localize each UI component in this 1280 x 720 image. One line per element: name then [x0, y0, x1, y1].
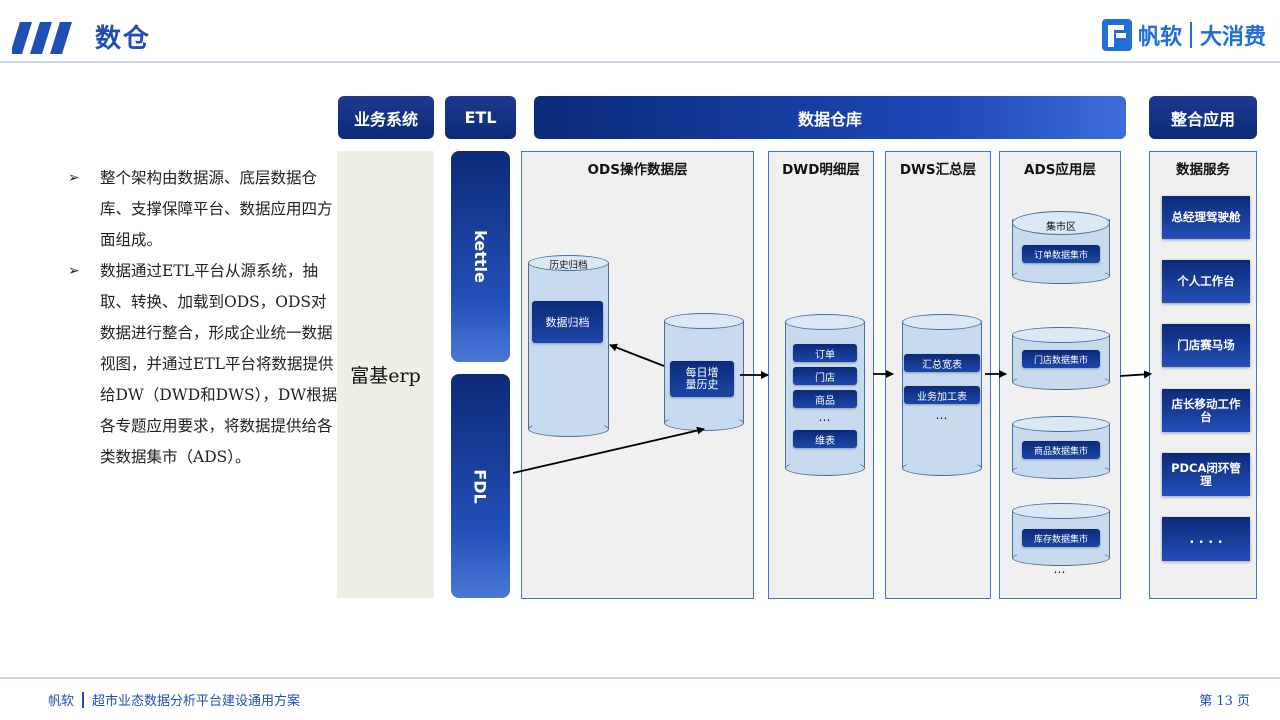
dwd-ellipsis: … — [818, 410, 832, 424]
dwd-layer-title: DWD明细层 — [782, 162, 860, 178]
brand-separator — [1189, 22, 1192, 48]
etl-kettle: kettle — [451, 151, 510, 362]
mart-box: 订单数据集市 — [1022, 245, 1100, 263]
incremental-line2: 量历史 — [685, 378, 719, 391]
ods-layer-title: ODS操作数据层 — [587, 162, 688, 178]
dwd-item: 订单 — [793, 344, 857, 362]
header-divider — [0, 61, 1280, 63]
arrow-ads-to-service — [1119, 370, 1152, 379]
source-system-label: 富基erp — [350, 365, 421, 387]
arrow-bullet-icon: ➢ — [68, 263, 80, 279]
bullet-text: 数据通过ETL平台从源系统，抽取、转换、加载到ODS，ODS对数据进行整合，形成… — [100, 262, 338, 466]
ads-mart-cylinder: 门店数据集市 — [1012, 327, 1110, 390]
bullet-item: ➢ 整个架构由数据源、底层数据仓库、支撑保障平台、数据应用四方面组成。 — [68, 163, 340, 256]
footer-company: 帆软 — [48, 694, 75, 709]
mart-box: 门店数据集市 — [1022, 350, 1100, 368]
dws-ellipsis: … — [935, 408, 949, 422]
dws-item: 业务加工表 — [904, 386, 980, 404]
brand-subtitle: 大消费 — [1199, 25, 1266, 50]
brand: 帆软 大消费 — [1101, 18, 1266, 52]
dwd-cylinder: 订单 门店 商品 … 维表 — [785, 314, 865, 476]
archive-box: 数据归档 — [532, 301, 603, 343]
dwd-item: 商品 — [793, 390, 857, 408]
service-item: . . . . — [1162, 517, 1250, 561]
ads-mart-cylinder: 集市区 订单数据集市 — [1012, 211, 1110, 284]
dws-layer-title: DWS汇总层 — [899, 162, 977, 178]
brand-name: 帆软 — [1137, 25, 1182, 50]
dws-cylinder: 汇总宽表 业务加工表 … — [902, 314, 982, 476]
column-header-application: 整合应用 — [1149, 96, 1257, 139]
header-slashes-icon — [12, 22, 72, 54]
page-title: 数仓 — [95, 24, 152, 54]
bullet-text: 整个架构由数据源、底层数据仓库、支撑保障平台、数据应用四方面组成。 — [100, 169, 333, 249]
arrow-bullet-icon: ➢ — [68, 170, 80, 186]
source-system-panel: 富基erp — [337, 151, 434, 598]
incremental-box: 每日增 量历史 — [670, 361, 734, 397]
mart-box: 商品数据集市 — [1022, 441, 1100, 459]
dwd-item: 维表 — [793, 430, 857, 448]
service-item: 总经理驾驶舱 — [1162, 196, 1250, 239]
bullet-item: ➢ 数据通过ETL平台从源系统，抽取、转换、加载到ODS，ODS对数据进行整合，… — [68, 256, 340, 473]
column-header-warehouse: 数据仓库 — [534, 96, 1126, 139]
archive-cylinder: 历史归档 数据归档 — [528, 255, 609, 437]
incremental-cylinder: 每日增 量历史 — [664, 313, 744, 431]
dwd-item: 门店 — [793, 367, 857, 385]
service-item: PDCA闭环管理 — [1162, 453, 1250, 496]
etl-fdl: FDL — [451, 374, 510, 598]
ads-layer-title: ADS应用层 — [1024, 162, 1096, 178]
service-item: 门店赛马场 — [1162, 324, 1250, 367]
footer-divider — [0, 677, 1280, 679]
footer-doc-title: 超市业态数据分析平台建设通用方案 — [92, 694, 301, 709]
ads-mart-cylinder: 商品数据集市 — [1012, 416, 1110, 479]
bullet-list: ➢ 整个架构由数据源、底层数据仓库、支撑保障平台、数据应用四方面组成。 ➢ 数据… — [68, 163, 340, 473]
service-item: 个人工作台 — [1162, 260, 1250, 303]
mart-area-label: 集市区 — [1046, 222, 1076, 233]
etl-fdl-label: FDL — [471, 468, 490, 504]
footer-separator — [82, 691, 85, 708]
footer-page-number: 第 13 页 — [1199, 694, 1250, 709]
mart-box: 库存数据集市 — [1022, 529, 1100, 547]
footer-left: 帆软 超市业态数据分析平台建设通用方案 — [48, 690, 300, 709]
dws-item: 汇总宽表 — [904, 354, 980, 372]
incremental-line1: 每日增 — [685, 366, 719, 379]
ads-ellipsis: … — [1053, 562, 1067, 576]
column-header-etl: ETL — [445, 96, 516, 139]
fanruan-logo-icon — [1101, 19, 1132, 51]
ads-mart-cylinder: 库存数据集市 — [1012, 503, 1110, 566]
archive-label: 历史归档 — [549, 260, 588, 271]
data-service-title: 数据服务 — [1176, 162, 1230, 178]
etl-kettle-label: kettle — [470, 230, 490, 283]
column-header-business: 业务系统 — [338, 96, 434, 139]
service-item: 店长移动工作台 — [1162, 389, 1250, 432]
